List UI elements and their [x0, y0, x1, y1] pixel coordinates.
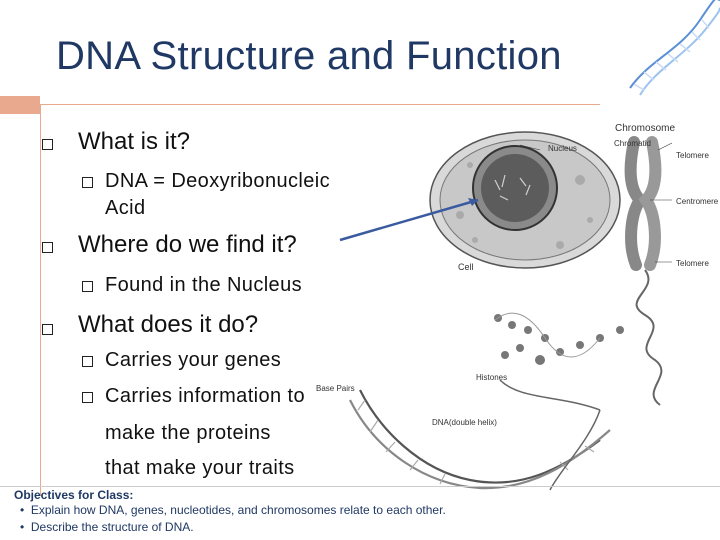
objectives-footer: Objectives for Class: • Explain how DNA,… — [14, 488, 534, 536]
footer-divider — [0, 486, 720, 487]
dna-double-helix — [349, 389, 611, 490]
accent-bar — [0, 96, 40, 114]
label-cell: Cell — [458, 262, 474, 272]
slide-title: DNA Structure and Function — [56, 34, 562, 78]
label-telomere-bottom: Telomere — [676, 259, 709, 268]
bullet-square-icon — [82, 392, 93, 403]
dna-helix-icon — [629, 0, 720, 96]
label-dna-helix: DNA(double helix) — [432, 418, 497, 427]
label-nucleus: Nucleus — [548, 144, 577, 153]
objective-text: Describe the structure of DNA. — [30, 520, 194, 534]
objective-text: Explain how DNA, genes, nucleotides, and… — [30, 503, 446, 517]
cell-diagram — [429, 131, 621, 269]
bullet-square-icon — [82, 177, 93, 188]
bullet-square-icon — [82, 281, 93, 292]
objective-item-1: • Explain how DNA, genes, nucleotides, a… — [20, 503, 446, 517]
objectives-heading: Objectives for Class: — [14, 488, 134, 502]
bullet-carries-info-line1: Carries information to — [105, 385, 305, 407]
label-chromatid: Chromatid — [614, 139, 651, 148]
label-histones: Histones — [476, 373, 507, 382]
label-centromere: Centromere — [676, 197, 719, 206]
title-underline — [40, 104, 600, 105]
bullet-carries-info-line3: that make your traits — [105, 457, 295, 479]
bullet-square-icon — [42, 242, 53, 253]
bullet-square-icon — [42, 324, 53, 335]
objective-item-2: • Describe the structure of DNA. — [20, 520, 194, 534]
label-telomere-top: Telomere — [676, 151, 709, 160]
bullet-what-does-it-do: What does it do? — [78, 311, 259, 338]
bullet-carries-info-line2: make the proteins — [105, 422, 271, 444]
bullet-where-find-it: Where do we find it? — [78, 231, 297, 258]
label-chromosome: Chromosome — [615, 123, 675, 134]
chromosome-diagram — [624, 136, 673, 271]
bullet-found-in-nucleus: Found in the Nucleus — [105, 274, 303, 296]
bullet-dna-definition-line2: Acid — [105, 197, 146, 219]
bullet-square-icon — [42, 139, 53, 150]
left-divider — [40, 104, 41, 496]
bullet-what-is-it: What is it? — [78, 128, 191, 155]
bullet-square-icon — [82, 356, 93, 367]
bullet-dna-definition-line1: DNA = Deoxyribonucleic — [105, 170, 331, 192]
bullet-carries-genes: Carries your genes — [105, 349, 282, 371]
label-base-pairs: Base Pairs — [316, 384, 355, 393]
